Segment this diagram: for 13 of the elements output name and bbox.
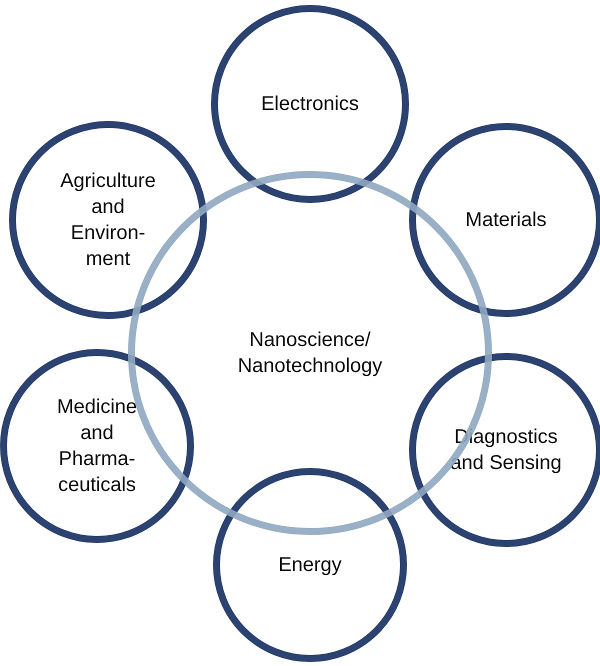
field-circle [0, 349, 194, 543]
field-circle [211, 5, 409, 203]
field-circle [409, 123, 600, 317]
node-label: Diagnostics and Sensing [449, 425, 563, 476]
node-label: Nanoscience/ Nanotechnology [236, 328, 384, 379]
node-label: Electronics [260, 92, 360, 117]
node-label: Agriculture and Environ-ment [59, 169, 157, 272]
field-circle [213, 468, 407, 662]
node-label: Medicine and Pharma-ceuticals [56, 395, 138, 498]
field-circle [409, 353, 600, 547]
node-label: Materials [464, 208, 548, 233]
field-circle [9, 121, 207, 319]
node-label: Energy [277, 553, 343, 578]
